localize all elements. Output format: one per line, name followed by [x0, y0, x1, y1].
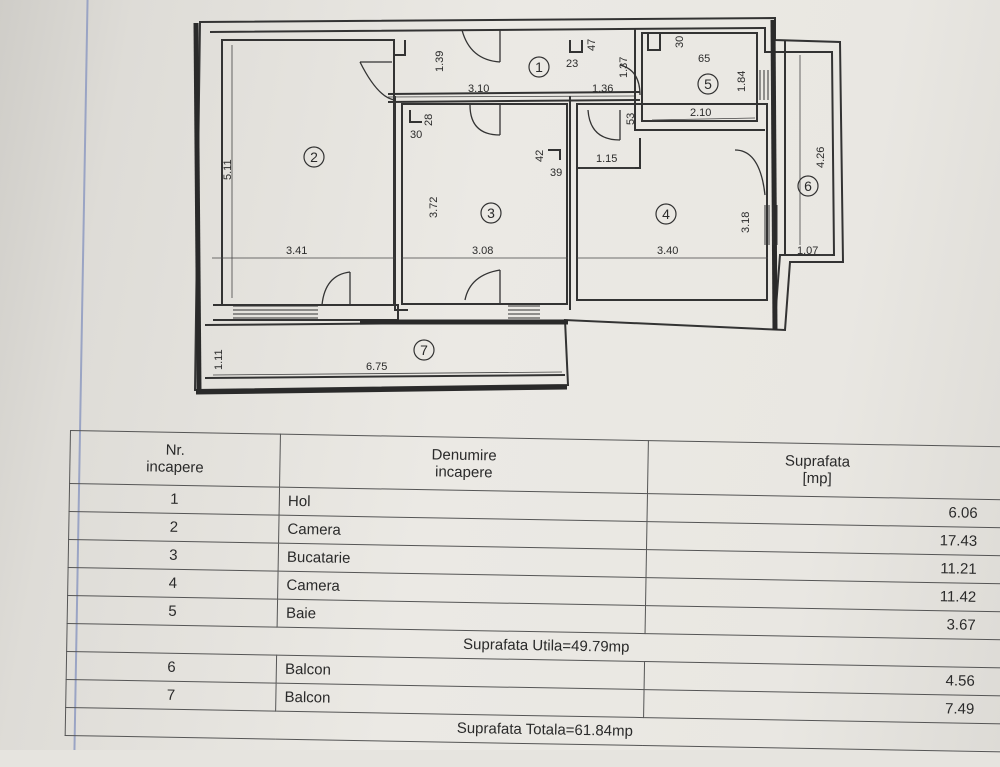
row-nr: 7 — [65, 679, 277, 712]
dim-1-84: 1.84 — [736, 71, 748, 92]
room-number-1: 1 — [535, 59, 543, 75]
dim-3-41: 3.41 — [286, 245, 307, 257]
room-number-4: 4 — [662, 206, 670, 222]
room-number-3: 3 — [487, 205, 495, 221]
dim-3-18: 3.18 — [740, 212, 752, 233]
header-name: Denumire incapere — [279, 434, 649, 494]
dim-1-39: 1.39 — [434, 51, 446, 72]
header-area-line2: [mp] — [802, 469, 832, 488]
dim-3-72: 3.72 — [428, 197, 440, 218]
dim-23: 23 — [566, 58, 578, 70]
row-nr: 4 — [67, 567, 279, 600]
dim-30-kitchen: 30 — [410, 129, 422, 141]
dim-47: 47 — [586, 39, 598, 51]
header-name-line2: incapere — [434, 463, 493, 482]
header-nr-line2: incapere — [146, 458, 204, 477]
dim-42: 42 — [534, 150, 546, 162]
dim-4-26: 4.26 — [815, 147, 827, 168]
room-number-2: 2 — [310, 149, 318, 165]
dim-1-36: 1.36 — [592, 83, 613, 95]
dim-3-10: 3.10 — [468, 83, 489, 95]
room-number-7: 7 — [420, 342, 428, 358]
dim-1-07: 1.07 — [797, 245, 818, 257]
dim-28: 28 — [423, 114, 435, 126]
areas-table: Nr. incapere Denumire incapere Suprafata… — [65, 430, 1000, 753]
dim-3-40: 3.40 — [657, 245, 678, 257]
header-area-line1: Suprafata — [784, 452, 851, 471]
row-nr: 5 — [67, 595, 278, 628]
dim-1-11: 1.11 — [213, 349, 225, 370]
header-name-line1: Denumire — [431, 446, 497, 465]
dim-39: 39 — [550, 167, 562, 179]
row-nr: 2 — [68, 511, 280, 544]
room-number-6: 6 — [804, 178, 812, 194]
dim-1-37: 1.37 — [618, 57, 630, 78]
row-nr: 3 — [68, 539, 279, 572]
room-number-5: 5 — [704, 76, 712, 92]
floor-plan: 1 2 3 4 5 6 7 1.39 3.10 23 47 1.37 1.36 … — [193, 16, 845, 395]
dim-30-bath: 30 — [674, 36, 686, 48]
dim-2-10: 2.10 — [690, 107, 711, 119]
dim-65: 65 — [698, 53, 710, 65]
header-nr: Nr. incapere — [69, 430, 281, 488]
dim-1-15: 1.15 — [596, 153, 617, 165]
dim-6-75: 6.75 — [366, 361, 387, 373]
row-nr: 6 — [66, 651, 277, 684]
header-nr-line1: Nr. — [165, 441, 185, 460]
header-area: Suprafata [mp] — [647, 440, 1000, 501]
areas-table-wrap: Nr. incapere Denumire incapere Suprafata… — [64, 430, 1000, 766]
dim-5-11: 5.11 — [222, 159, 234, 180]
dim-3-08: 3.08 — [472, 245, 493, 257]
row-nr: 1 — [69, 483, 280, 516]
dim-53: 53 — [625, 113, 637, 125]
